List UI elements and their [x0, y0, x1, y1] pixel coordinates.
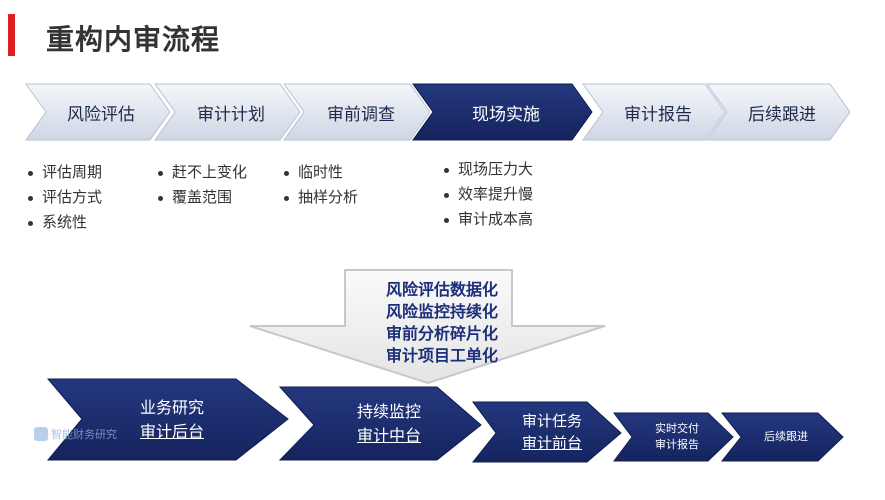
- top-chevron-label-5: 审计报告: [624, 104, 692, 125]
- transform-line: 审计项目工单化: [385, 346, 498, 365]
- bottom-chevron-label-4: 实时交付 审计报告: [632, 413, 722, 461]
- top-chevron-label-1: 风险评估: [67, 104, 135, 125]
- bottom-chevron-3: [471, 401, 622, 463]
- list-item: 临时性: [282, 160, 358, 185]
- top-chevron-2: [154, 83, 301, 141]
- list-item: 效率提升慢: [442, 182, 533, 207]
- top-chevron-3: [283, 83, 431, 141]
- issues-plan-list: 赶不上变化 覆盖范围: [156, 160, 247, 210]
- transform-text: 风险评估数据化 风险监控持续化 审前分析碎片化 审计项目工单化: [352, 279, 532, 367]
- top-chevron-label-3: 审前调查: [327, 104, 395, 125]
- bottom-line2: 审计报告: [655, 438, 699, 451]
- watermark-text: 智能财务研究: [51, 428, 117, 441]
- list-item: 评估周期: [26, 160, 102, 185]
- bottom-chevron-label-5: 后续跟进: [741, 413, 831, 461]
- list-item: 赶不上变化: [156, 160, 247, 185]
- bottom-line2: 审计后台: [139, 421, 204, 441]
- top-chevron-1: [25, 83, 171, 141]
- bottom-line2: 审计中台: [356, 425, 421, 445]
- top-chevron-4: [412, 83, 593, 141]
- robot-icon: [34, 427, 48, 441]
- issues-field-list: 现场压力大 效率提升慢 审计成本高: [442, 157, 533, 232]
- bottom-line1: 审计任务: [521, 412, 582, 430]
- big-down-arrow: [249, 269, 606, 385]
- bottom-chevron-1: [46, 378, 289, 461]
- list-item: 审计成本高: [442, 207, 533, 232]
- page-title: 重构内审流程: [46, 23, 221, 56]
- bottom-chevron-label-1: 业务研究 审计后台: [82, 379, 262, 460]
- bottom-line1: 实时交付: [655, 422, 699, 435]
- list-item: 评估方式: [26, 185, 102, 210]
- bottom-chevron-label-3: 审计任务 审计前台: [496, 402, 608, 462]
- top-chevron-6: [706, 83, 851, 141]
- top-chevron-label-6: 后续跟进: [748, 104, 816, 125]
- top-chevron-label-2: 审计计划: [197, 104, 265, 125]
- issues-survey-list: 临时性 抽样分析: [282, 160, 358, 210]
- transform-line: 审前分析碎片化: [385, 324, 498, 343]
- transform-line: 风险评估数据化: [385, 280, 498, 299]
- bottom-chevron-5: [720, 412, 844, 462]
- transform-line: 风险监控持续化: [385, 302, 498, 321]
- top-chevron-label-4: 现场实施: [472, 104, 540, 125]
- bottom-chevron-2: [278, 386, 482, 461]
- bottom-line1: 业务研究: [139, 397, 204, 417]
- bottom-chevron-label-2: 持续监控 审计中台: [314, 387, 464, 460]
- list-item: 系统性: [26, 210, 102, 235]
- list-item: 覆盖范围: [156, 185, 247, 210]
- bottom-line1: 持续监控: [356, 401, 421, 421]
- list-item: 抽样分析: [282, 185, 358, 210]
- list-item: 现场压力大: [442, 157, 533, 182]
- title-accent-bar: [8, 14, 15, 56]
- issues-risk-list: 评估周期 评估方式 系统性: [26, 160, 102, 235]
- watermark: 智能财务研究: [34, 426, 117, 442]
- bottom-line1: 后续跟进: [764, 430, 808, 443]
- top-chevron-5: [582, 83, 726, 141]
- bottom-line2: 审计前台: [521, 434, 582, 452]
- bottom-chevron-4: [613, 412, 734, 462]
